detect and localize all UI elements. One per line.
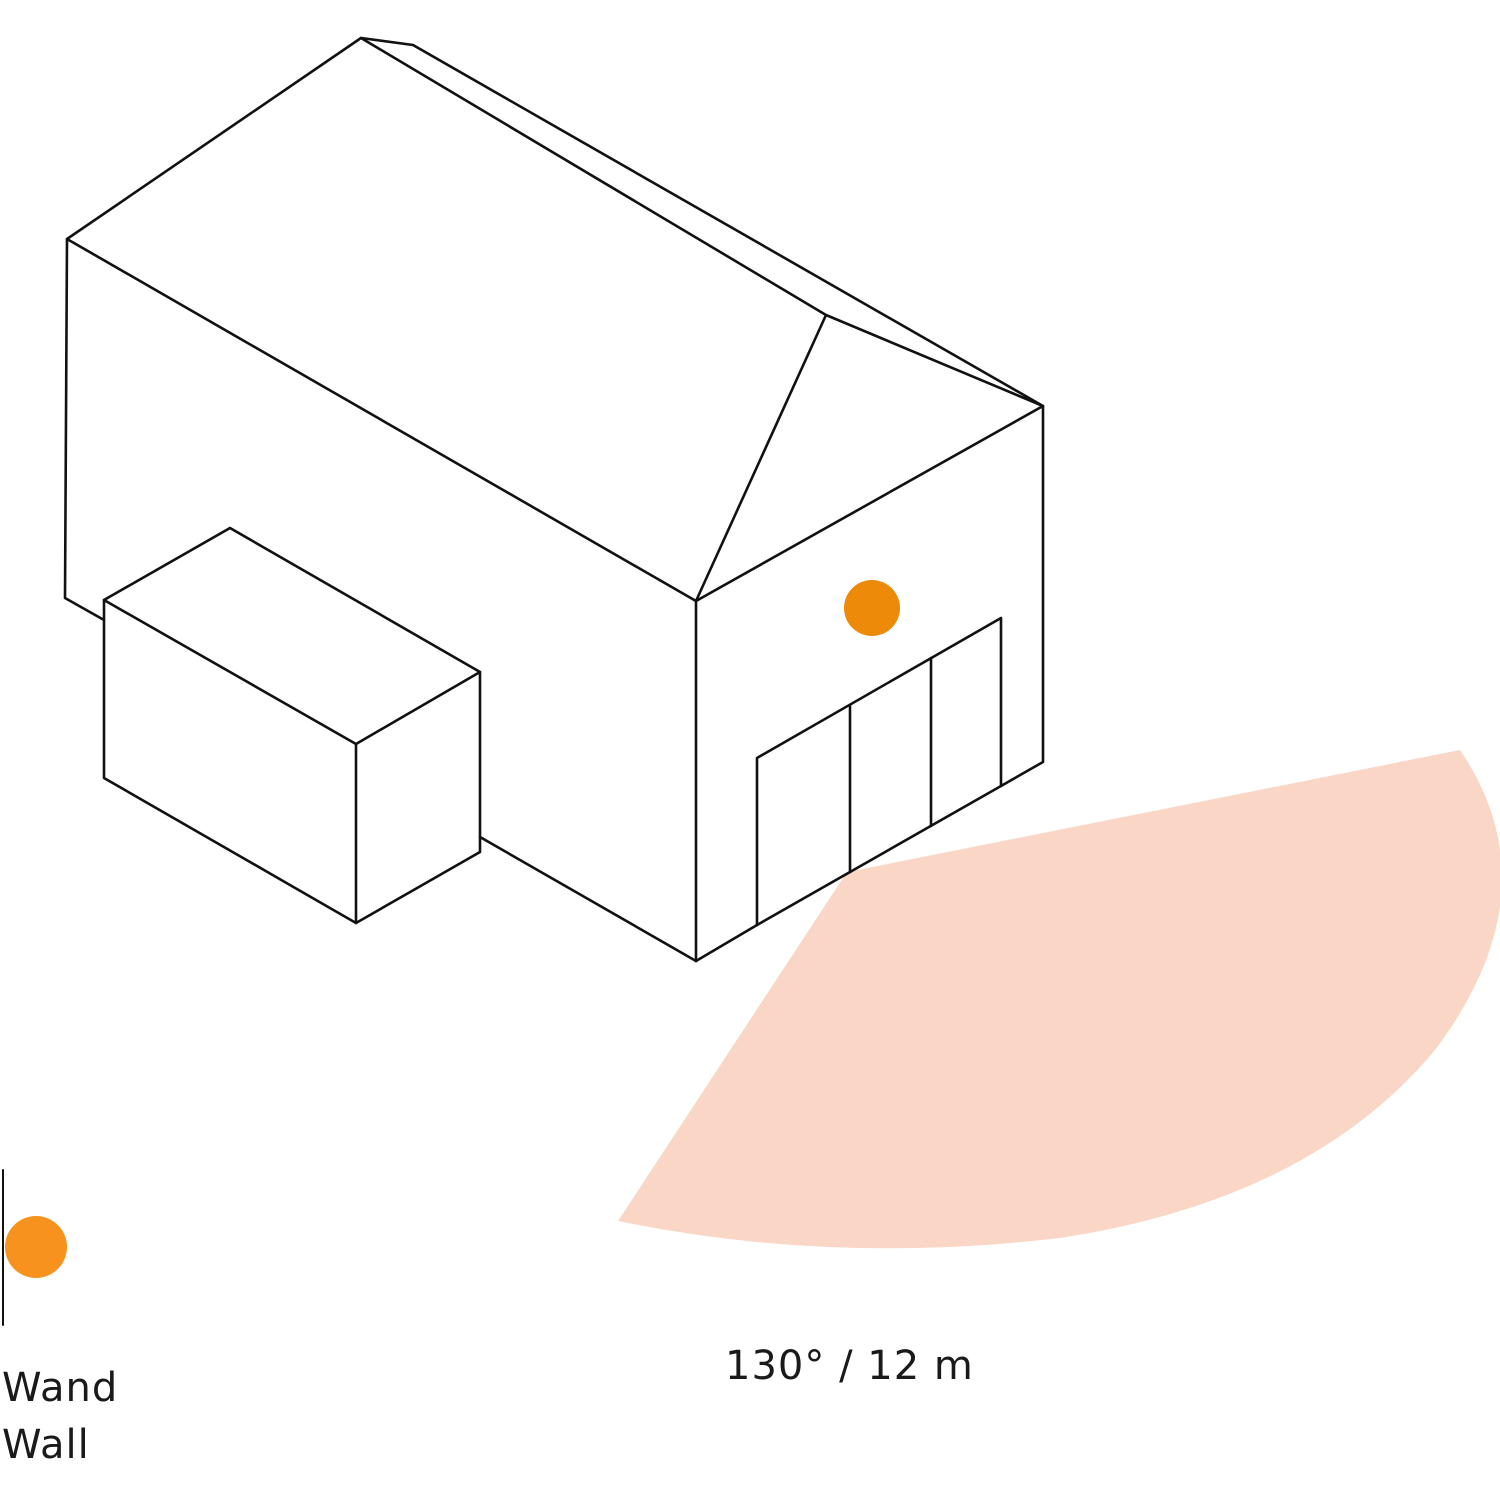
garage-door-bottom-right xyxy=(848,784,1003,874)
coverage-label: 130° / 12 m xyxy=(725,1343,974,1389)
garage-door xyxy=(755,616,1003,927)
annex-top xyxy=(102,526,482,746)
building-gable-wall xyxy=(694,404,1045,788)
building-side-wall xyxy=(63,237,106,622)
detection-coverage-area xyxy=(618,750,1500,1249)
legend-sensor-dot xyxy=(5,1216,67,1278)
garage-door-bottom xyxy=(755,870,852,927)
building-gable-wall-base xyxy=(694,923,759,963)
roof-right-slope xyxy=(359,36,1045,408)
main-building xyxy=(63,36,1045,963)
annex-side-face xyxy=(354,670,482,925)
roof-left-slope xyxy=(65,36,828,603)
garage-door-frame xyxy=(755,616,1003,927)
annex-front-face xyxy=(102,598,358,925)
building-side-wall-base xyxy=(478,835,698,963)
motion-sensor-dot xyxy=(844,580,900,636)
legend-label-wall: Wall xyxy=(2,1422,90,1468)
annex-building xyxy=(102,526,482,925)
legend-label-wand: Wand xyxy=(2,1365,119,1411)
